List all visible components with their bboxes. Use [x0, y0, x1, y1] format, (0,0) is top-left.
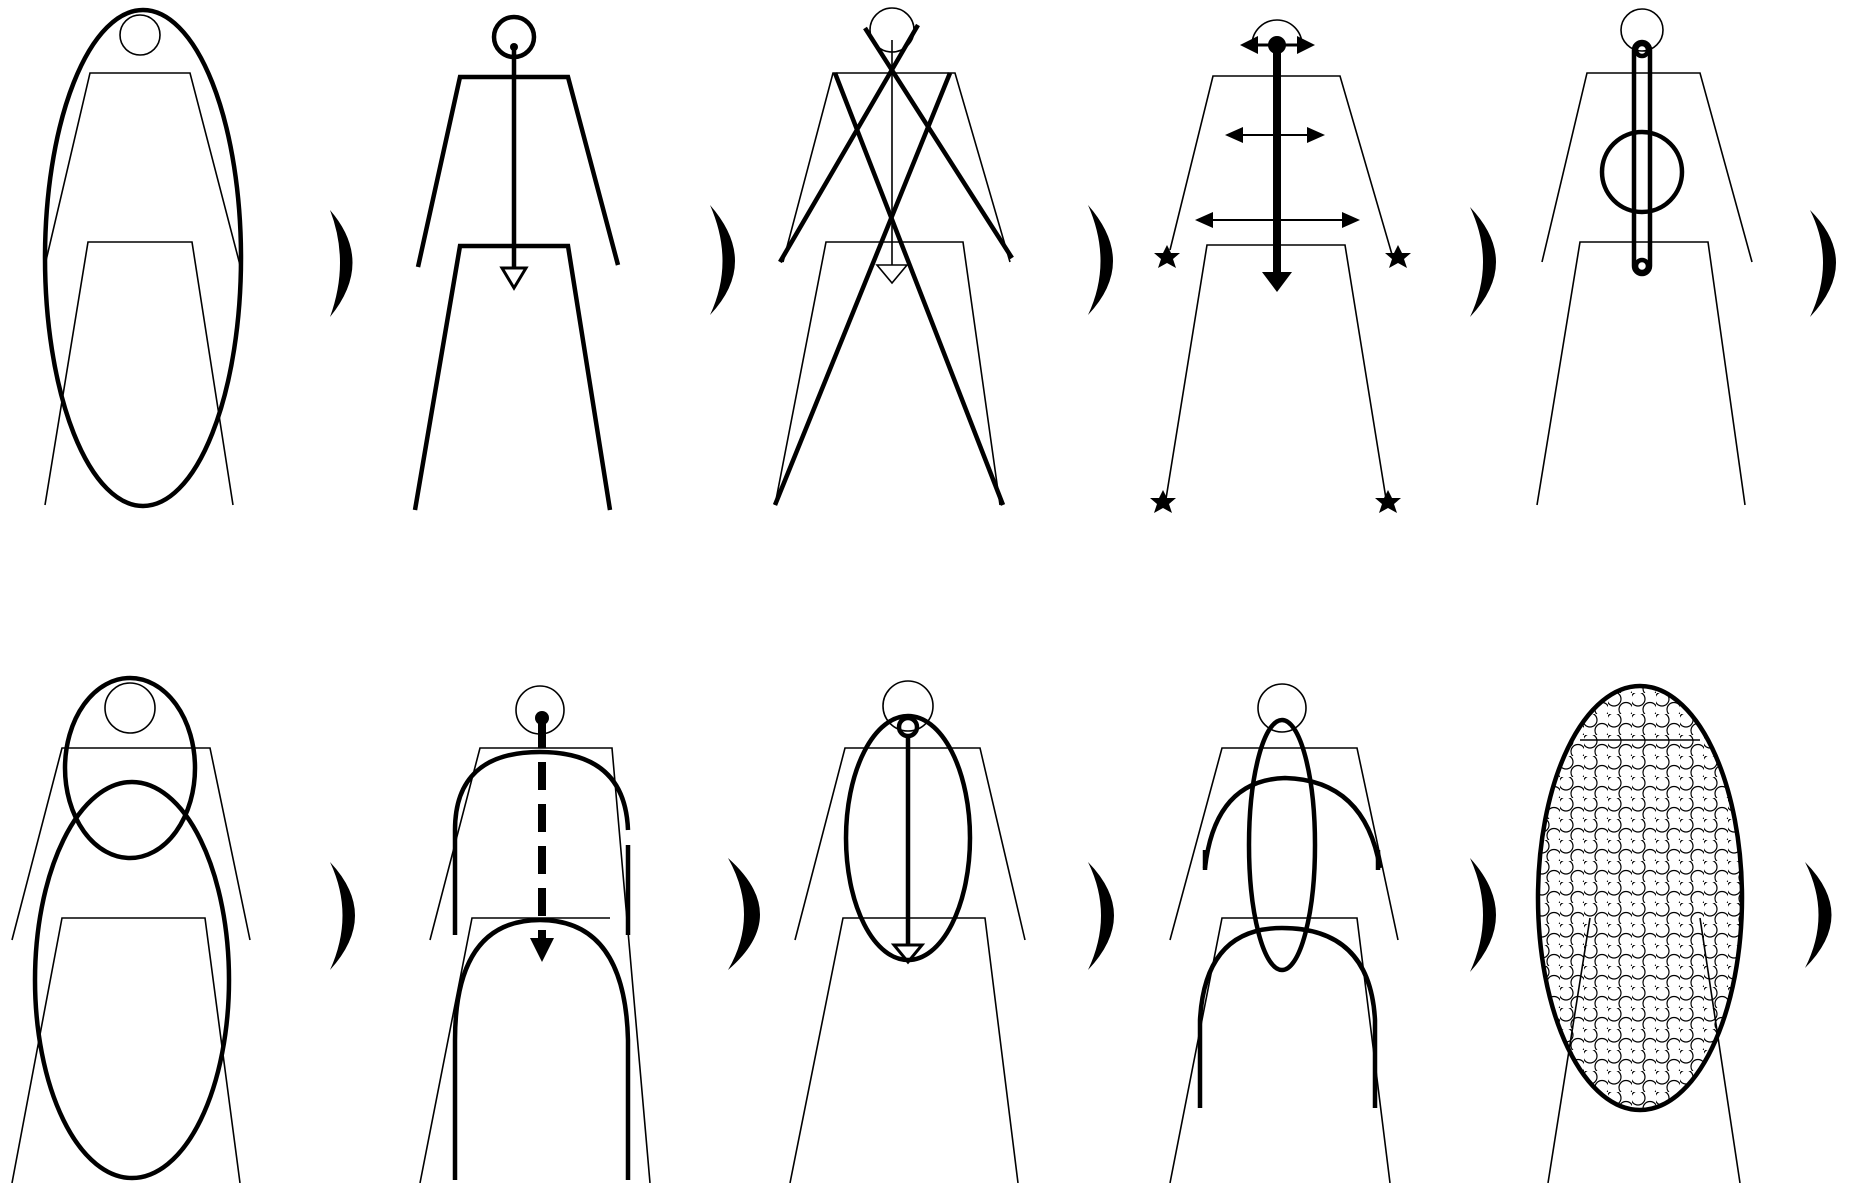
panel-crossed-diagonals — [775, 8, 1012, 505]
star-icon — [1385, 245, 1411, 268]
star-icon — [1150, 490, 1176, 513]
left-arrow-icon — [1225, 127, 1243, 143]
panel-oval-spine — [790, 681, 1025, 1183]
separator-bracket-9 — [1470, 858, 1496, 972]
body-outline — [1537, 9, 1752, 505]
star-icon — [1375, 490, 1401, 513]
down-arrow-icon — [1262, 272, 1292, 292]
panel-stick-figure — [415, 17, 618, 510]
panel-oval-filled-circles — [1538, 686, 1742, 1183]
separator-bracket-2 — [710, 205, 735, 315]
panel-spine-circle — [1537, 9, 1752, 505]
star-icon — [1154, 245, 1180, 268]
separator-bracket-1 — [330, 210, 353, 317]
down-arrow-icon — [530, 938, 554, 962]
down-arrow-icon — [502, 268, 526, 288]
panel-oval-arches — [1170, 684, 1398, 1183]
panel-arches-dashed-spine — [420, 686, 650, 1183]
separator-bracket-4 — [1470, 207, 1496, 317]
separator-bracket-5 — [1810, 210, 1836, 317]
separator-bracket-10 — [1805, 862, 1832, 968]
panel-double-oval — [12, 678, 250, 1183]
right-arrow-icon — [1307, 127, 1325, 143]
separator-bracket-3 — [1088, 205, 1113, 315]
whole-body-oval — [45, 10, 241, 506]
body-outline — [1170, 684, 1398, 1183]
panel-spine-arrows-stars — [1150, 20, 1411, 513]
separator-bracket-7 — [728, 858, 760, 970]
body-outline — [12, 683, 250, 1183]
separator-bracket-8 — [1088, 862, 1114, 970]
separator-bracket-6 — [330, 862, 355, 970]
panel-whole-body-oval — [45, 10, 241, 506]
